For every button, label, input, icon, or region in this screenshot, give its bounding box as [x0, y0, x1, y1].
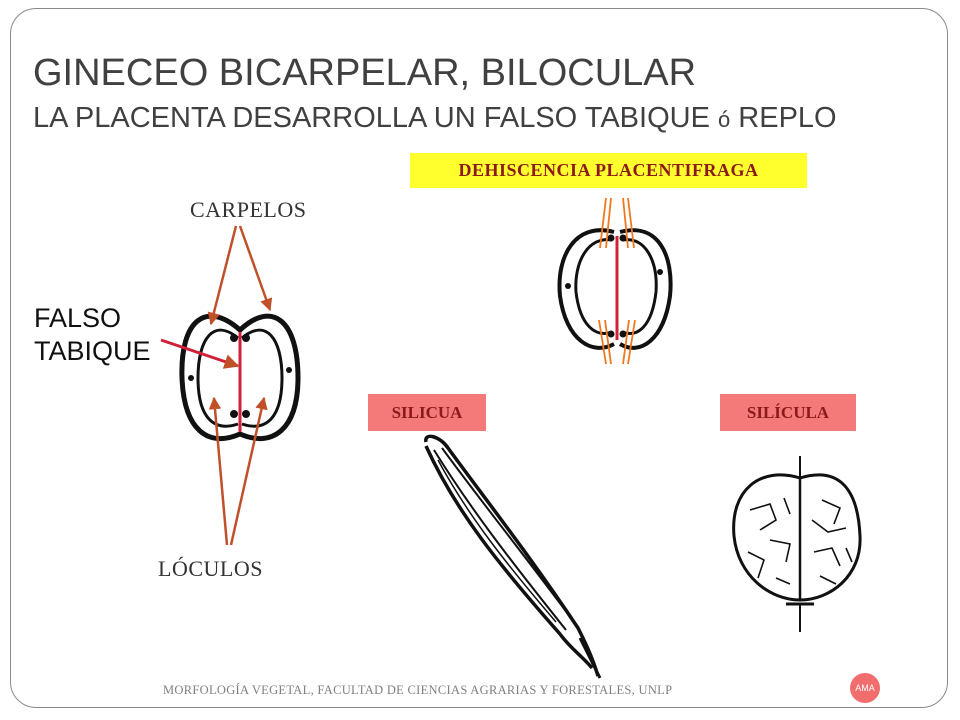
arrow-carpelo-left: [207, 225, 238, 326]
annotation-arrows: [160, 225, 273, 546]
label-falso-line2: TABIQUE: [34, 336, 151, 366]
silicula-fruit: [732, 456, 862, 632]
dehiscence-lines: [598, 197, 636, 365]
slide-subtitle: LA PLACENTA DESARROLLA UN FALSO TABIQUE …: [33, 102, 837, 135]
label-loculos: LÓCULOS: [158, 556, 263, 581]
subtitle-part1: LA PLACENTA DESARROLLA UN FALSO TABIQUE: [33, 102, 718, 134]
label-falso-line1: FALSO: [34, 303, 122, 333]
ovary-cross-section: [179, 313, 301, 441]
slide-frame: [10, 8, 948, 708]
silicua-fruit: [424, 434, 602, 679]
label-falso-tabique: FALSO TABIQUE: [34, 302, 151, 368]
dehiscence-cross-section: [557, 197, 673, 365]
ama-logo: AMA: [850, 673, 880, 703]
slide-title: GINECEO BICARPELAR, BILOCULAR: [33, 52, 697, 94]
label-carpelos: CARPELOS: [190, 197, 307, 222]
arrow-loculo-left: [208, 396, 229, 546]
footer-text: MORFOLOGÍA VEGETAL, FACULTAD DE CIENCIAS…: [163, 683, 673, 697]
badge-silicua: SILICUA: [368, 394, 486, 431]
subtitle-small: ó: [717, 107, 731, 132]
badge-silicula: SILÍCULA: [720, 394, 856, 431]
arrow-loculo-right: [229, 396, 268, 546]
subtitle-part2: REPLO: [730, 102, 837, 134]
badge-dehiscencia: DEHISCENCIA PLACENTIFRAGA: [410, 153, 807, 188]
arrow-carpelo-right: [238, 225, 273, 312]
arrow-falso-tabique: [160, 338, 240, 369]
